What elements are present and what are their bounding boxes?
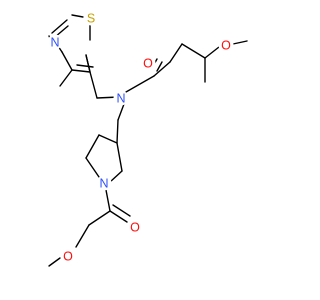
bond	[85, 54, 91, 73]
bond	[51, 19, 68, 34]
bond	[61, 51, 73, 71]
n_amide-label: N	[116, 92, 125, 106]
bond	[48, 257, 61, 267]
bond	[232, 40, 248, 45]
bond	[76, 64, 94, 68]
bond	[109, 170, 123, 183]
bond	[153, 61, 171, 77]
bond	[125, 75, 155, 93]
bond	[116, 119, 119, 144]
n_pyrrolidine-label: N	[99, 177, 108, 191]
bond	[169, 43, 183, 63]
o_acyl-label: O	[130, 221, 140, 235]
o_amide-label: O	[143, 57, 153, 71]
n_pyrrolidine-label-bg	[96, 175, 112, 191]
bond	[109, 210, 128, 223]
bond	[112, 204, 131, 217]
molecule-structure: O O N N S N O O	[0, 0, 300, 300]
s_thiazole-label-bg	[83, 10, 99, 26]
bond	[156, 61, 163, 72]
bond	[71, 14, 84, 18]
bond	[181, 43, 206, 59]
bonds	[48, 14, 248, 267]
bond	[75, 224, 90, 248]
bond	[88, 210, 111, 226]
background	[0, 0, 300, 300]
o_ether_top-label-bg	[218, 37, 234, 53]
bond	[116, 142, 123, 172]
o_acyl-label-bg	[127, 219, 143, 235]
atom-labels: O O N N S N O O	[47, 10, 234, 264]
bond	[85, 157, 100, 178]
bond	[105, 189, 111, 212]
o_amide-label-bg	[140, 55, 156, 71]
n_amide-label-bg	[113, 90, 129, 106]
bond	[98, 134, 118, 144]
bond	[117, 103, 125, 121]
bond	[59, 69, 73, 87]
n_thiazole-label: N	[50, 36, 59, 50]
bond	[204, 46, 220, 59]
o_ether_top-label: O	[221, 39, 231, 53]
s_thiazole-label: S	[87, 12, 95, 26]
bond	[85, 134, 100, 159]
o_ether_bottom-label: O	[63, 250, 73, 264]
bond	[89, 71, 98, 99]
bond	[71, 69, 91, 73]
o_ether_bottom-label-bg	[60, 248, 76, 264]
n_thiazole-label-bg	[47, 34, 63, 50]
